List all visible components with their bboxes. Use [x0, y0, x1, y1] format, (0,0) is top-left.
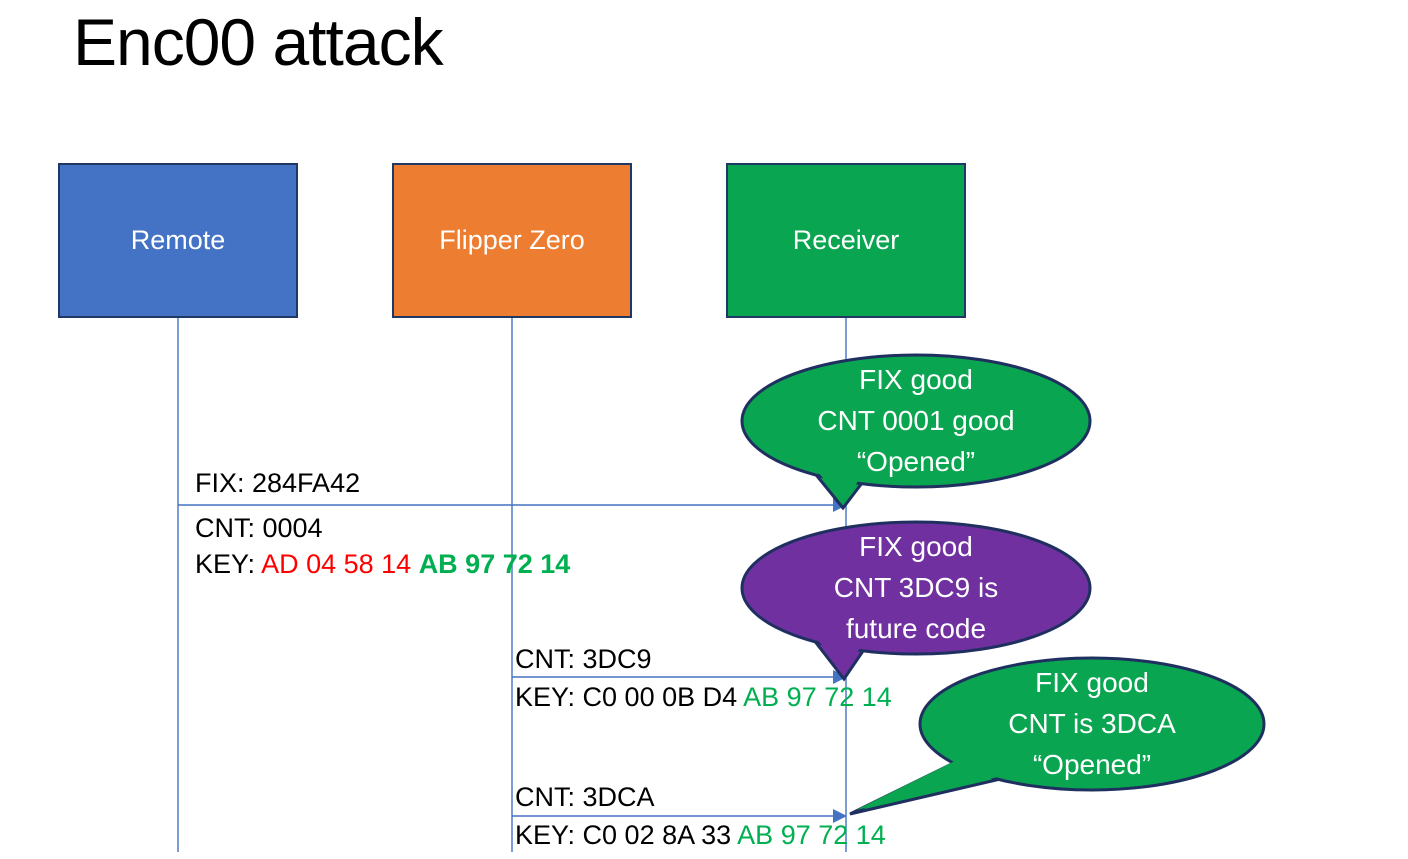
bubble-line: CNT 3DC9 is: [833, 572, 999, 603]
key-red-bytes: AD 04 58 14: [261, 549, 419, 579]
message-arrow-2: [512, 670, 847, 684]
message-arrow-3: [512, 809, 847, 823]
page-title: Enc00 attack: [73, 5, 444, 79]
message-3-cnt-label: CNT: 3DCA: [515, 782, 655, 812]
bubble-body: [740, 353, 1092, 489]
bubble-line: FIX good: [1035, 667, 1149, 698]
actor-label-flipper-zero: Flipper Zero: [439, 225, 585, 255]
cnt-value: CNT: 0004: [195, 513, 323, 543]
bubble-tail-join: [802, 619, 874, 674]
message-3-key-label: KEY: C0 02 8A 33 AB 97 72 14: [515, 820, 886, 850]
bubble-line: FIX good: [859, 364, 973, 395]
arrowhead-icon: [833, 809, 847, 823]
key-green-bytes: AB 97 72 14: [743, 682, 892, 712]
speech-bubble-3: [849, 656, 1266, 816]
actor-label-receiver: Receiver: [792, 225, 900, 255]
bubble-line: FIX good: [859, 531, 973, 562]
speech-bubble-2: [740, 520, 1092, 682]
message-2-key-label: KEY: C0 00 0B D4 AB 97 72 14: [515, 682, 892, 712]
bubble-body: [918, 656, 1266, 792]
fix-value: FIX: 284FA42: [195, 468, 361, 498]
key-prefix: KEY:: [195, 549, 262, 579]
arrowhead-icon: [833, 670, 847, 684]
actor-box-remote: Remote: [58, 163, 298, 318]
key-prefix: KEY: C0 00 0B D4: [515, 682, 744, 712]
bubble-line: CNT 0001 good: [817, 405, 1015, 436]
bubble-3-text: FIX good CNT is 3DCA “Opened”: [922, 662, 1262, 785]
message-1-fix-label: FIX: 284FA42: [195, 468, 360, 498]
bubble-line: future code: [845, 613, 987, 644]
bubble-tail-join: [802, 452, 874, 503]
bubble-1-text: FIX good CNT 0001 good “Opened”: [746, 359, 1086, 482]
bubble-body: [740, 520, 1092, 656]
bubble-line: “Opened”: [856, 446, 976, 477]
cnt-value: CNT: 3DCA: [515, 782, 655, 812]
cnt-value: CNT: 3DC9: [515, 644, 652, 674]
message-2-cnt-label: CNT: 3DC9: [515, 644, 652, 674]
speech-bubble-1: [740, 353, 1092, 511]
key-green-bytes: AB 97 72 14: [737, 820, 886, 850]
bubble-2-text: FIX good CNT 3DC9 is future code: [746, 526, 1086, 649]
bubble-line: CNT is 3DCA: [1008, 708, 1176, 739]
bubble-tail-join: [856, 752, 1002, 810]
message-1-key-label: KEY: AD 04 58 14 AB 97 72 14: [195, 549, 570, 579]
actor-label-remote: Remote: [130, 225, 226, 255]
actor-box-flipper-zero: Flipper Zero: [392, 163, 632, 318]
message-1-cnt-label: CNT: 0004: [195, 513, 323, 543]
key-green-bytes: AB 97 72 14: [418, 549, 571, 579]
actor-box-receiver: Receiver: [726, 163, 966, 318]
key-prefix: KEY: C0 02 8A 33: [515, 820, 738, 850]
bubble-line: “Opened”: [1032, 749, 1152, 780]
